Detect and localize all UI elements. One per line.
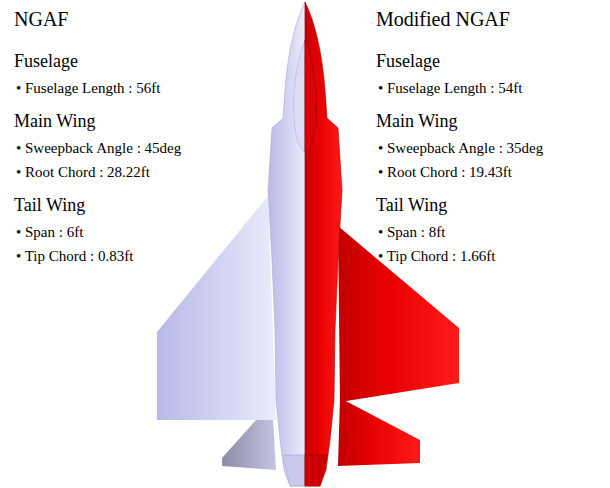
modified-ngaf-half — [305, 2, 459, 486]
ngaf-fuselage — [268, 2, 305, 486]
ngaf-main-wing — [157, 196, 276, 420]
spec-item: • Fuselage Length : 54ft — [378, 80, 522, 97]
spec-item: • Span : 6ft — [16, 224, 83, 241]
section-title: Tail Wing — [14, 196, 85, 216]
modified-fuselage — [305, 2, 342, 486]
spec-item: • Root Chord : 19.43ft — [378, 164, 512, 181]
heading: NGAF — [14, 8, 68, 30]
spec-item: • Tip Chord : 0.83ft — [16, 248, 133, 265]
modified-canopy — [305, 40, 316, 152]
section-title: Fuselage — [376, 52, 440, 72]
section-title: Fuselage — [14, 52, 78, 72]
ngaf-canopy — [294, 40, 305, 152]
spec-item: • Fuselage Length : 56ft — [16, 80, 160, 97]
spec-item: • Tip Chord : 1.66ft — [378, 248, 495, 265]
spec-item: • Sweepback Angle : 35deg — [378, 140, 543, 157]
spec-item: • Span : 8ft — [378, 224, 445, 241]
modified-tail-wing — [338, 398, 420, 466]
ngaf-half — [157, 2, 305, 486]
section-title: Tail Wing — [376, 196, 447, 216]
section-title: Main Wing — [376, 112, 457, 132]
modified-nozzle — [305, 455, 327, 486]
spec-item: • Root Chord : 28.22ft — [16, 164, 150, 181]
ngaf-nozzle — [283, 455, 305, 486]
heading: Modified NGAF — [376, 8, 510, 30]
spec-item: • Sweepback Angle : 45deg — [16, 140, 181, 157]
section-title: Main Wing — [14, 112, 95, 132]
